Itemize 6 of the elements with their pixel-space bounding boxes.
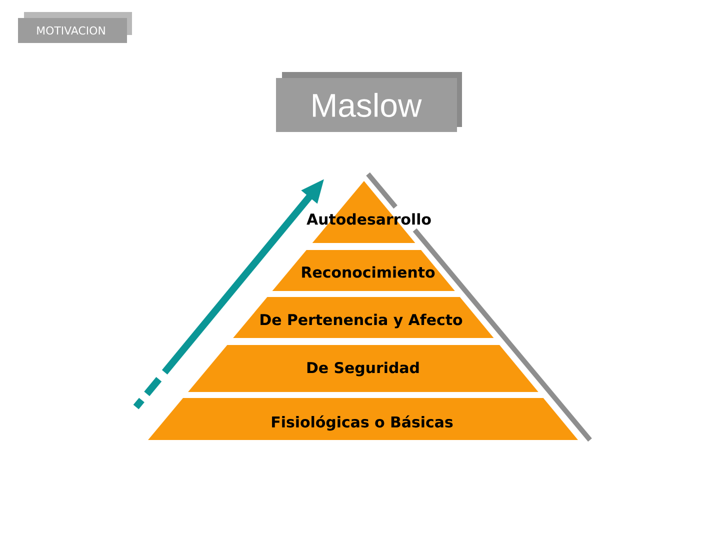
pyramid-tier: De Seguridad bbox=[188, 345, 538, 392]
pyramid-tier: De Pertenencia y Afecto bbox=[233, 297, 494, 338]
pyramid-tier: Fisiológicas o Básicas bbox=[148, 398, 578, 440]
pyramid-tier: Reconocimiento bbox=[272, 250, 455, 291]
tag-box: MOTIVACION bbox=[18, 12, 132, 43]
title-box: Maslow bbox=[276, 72, 462, 132]
